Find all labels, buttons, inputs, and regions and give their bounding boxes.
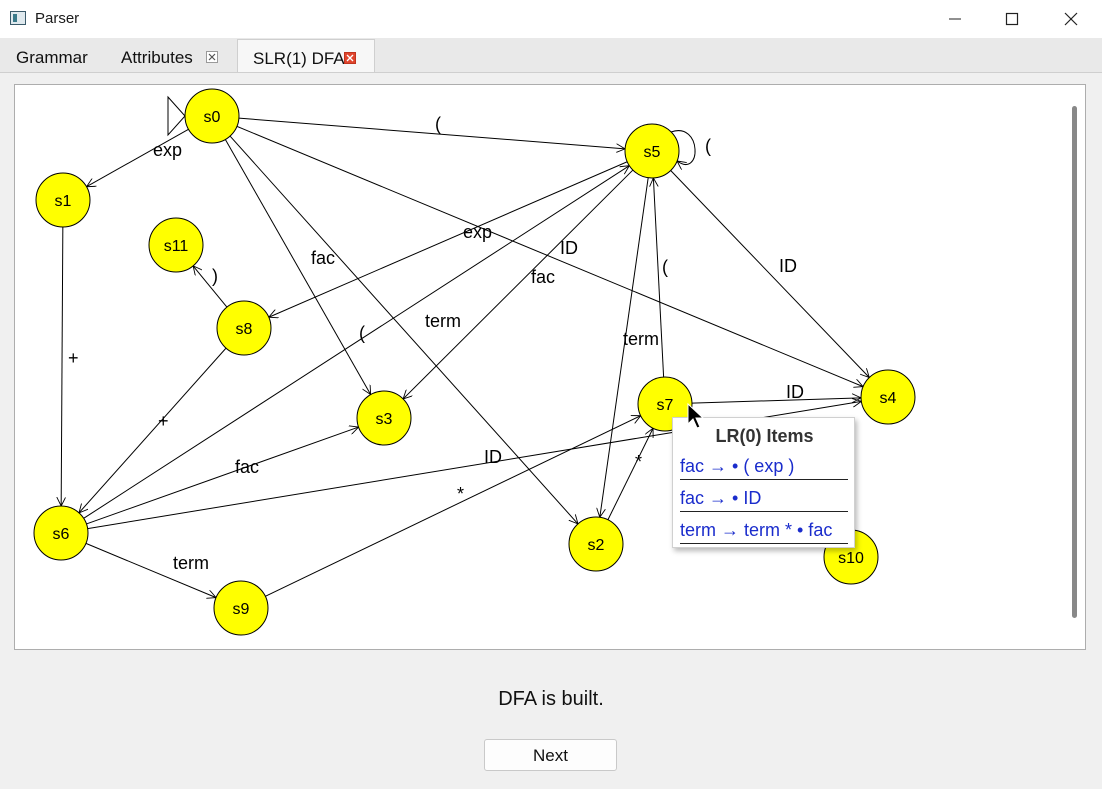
transition-label: +: [68, 348, 79, 368]
title-bar: Parser: [0, 0, 1102, 38]
transition-label: +: [158, 411, 169, 431]
state-node-s4[interactable]: [860, 369, 916, 425]
state-label: s5: [644, 144, 661, 161]
transition-label: ): [212, 266, 218, 286]
close-icon: [1064, 12, 1078, 26]
transition-label: *: [635, 452, 642, 472]
state-node-s2[interactable]: [568, 516, 624, 572]
transition-label: exp: [153, 140, 182, 160]
transition-label: exp: [463, 222, 492, 242]
window-title: Parser: [35, 10, 80, 27]
state-node-s11[interactable]: [148, 217, 204, 273]
transition-edge: [79, 347, 227, 513]
transition-label: ID: [484, 447, 502, 467]
tab-grammar[interactable]: Grammar: [0, 39, 105, 72]
transition-label: ID: [779, 256, 797, 276]
transition-label: fac: [235, 457, 259, 477]
state-node-s1[interactable]: [35, 172, 91, 228]
state-label: s9: [233, 601, 250, 618]
transition-label: ID: [560, 238, 578, 258]
minimize-button[interactable]: [932, 0, 978, 38]
transition-label: fac: [311, 248, 335, 268]
transition-label: (: [662, 257, 668, 277]
start-state-marker: [167, 95, 186, 137]
state-label: s10: [838, 550, 864, 567]
transition-label: (: [359, 323, 365, 343]
transition-label: term: [425, 311, 461, 331]
tab-grammar-label: Grammar: [16, 48, 88, 67]
transition-edge: [607, 428, 653, 521]
app-icon: [10, 11, 26, 25]
state-node-s8[interactable]: [216, 300, 272, 356]
vertical-scrollbar[interactable]: [1072, 106, 1077, 618]
transition-edge: [85, 542, 216, 597]
transition-label: (: [705, 136, 711, 156]
lr0-items-tooltip: LR(0) Items fac → • ( exp ) fac → • ID t…: [672, 417, 855, 548]
tab-bar: [0, 38, 1102, 73]
transition-edge: [670, 130, 696, 165]
transition-label: ID: [786, 382, 804, 402]
state-label: s4: [880, 390, 897, 407]
transition-edge: [269, 161, 628, 318]
tab-slr-dfa[interactable]: SLR(1) DFA: [237, 39, 375, 72]
state-label: s2: [588, 537, 605, 554]
state-node-s3[interactable]: [356, 390, 412, 446]
transition-edge: [236, 125, 863, 386]
transition-label: (: [435, 114, 441, 134]
transition-label: *: [457, 484, 464, 504]
tab-attributes-label: Attributes: [121, 48, 193, 67]
maximize-icon: [1005, 12, 1019, 26]
transition-edge: [61, 226, 63, 506]
transition-label: term: [173, 553, 209, 573]
tab-close-icon[interactable]: [344, 52, 356, 64]
tab-slr-dfa-label: SLR(1) DFA: [253, 49, 345, 68]
state-node-s9[interactable]: [213, 580, 269, 636]
divider: [680, 479, 848, 480]
minimize-icon: [949, 18, 961, 20]
state-node-s5[interactable]: [624, 123, 680, 179]
transition-edge: [691, 398, 861, 404]
state-label: s11: [164, 238, 189, 255]
transition-label: term: [623, 329, 659, 349]
transition-edge: [224, 139, 370, 394]
state-label: s0: [204, 109, 221, 126]
state-label: s7: [657, 397, 674, 414]
state-label: s3: [376, 411, 393, 428]
tooltip-title: LR(0) Items: [715, 426, 814, 446]
state-label: s8: [236, 321, 253, 338]
transition-edge: [193, 266, 228, 308]
tab-close-icon[interactable]: [206, 51, 218, 63]
state-node-s0[interactable]: [184, 88, 240, 144]
transition-label: fac: [531, 267, 555, 287]
transition-edge: [403, 169, 634, 399]
state-label: s1: [55, 193, 72, 210]
next-button[interactable]: Next: [484, 739, 617, 771]
transition-edge: [265, 416, 640, 597]
transition-edge: [86, 427, 358, 525]
state-label: s6: [53, 526, 70, 543]
transition-edge: [229, 135, 578, 524]
transition-edge: [238, 117, 625, 149]
close-button[interactable]: [1048, 0, 1094, 38]
transition-edge: [600, 177, 649, 518]
state-node-s6[interactable]: [33, 505, 89, 561]
status-message: DFA is built.: [498, 688, 604, 710]
lr0-item[interactable]: fac → • ( exp ): [680, 456, 795, 476]
tab-attributes[interactable]: Attributes: [105, 39, 237, 72]
transition-edge: [670, 170, 870, 377]
transition-edge: [87, 128, 189, 186]
lr0-item[interactable]: term → term * • fac: [680, 520, 833, 540]
transition-edge: [653, 178, 665, 378]
maximize-button[interactable]: [989, 0, 1035, 38]
divider: [680, 511, 848, 512]
transition-edge: [83, 166, 630, 519]
mouse-cursor-icon: [687, 403, 705, 429]
divider: [680, 543, 848, 544]
lr0-item[interactable]: fac → • ID: [680, 488, 762, 508]
